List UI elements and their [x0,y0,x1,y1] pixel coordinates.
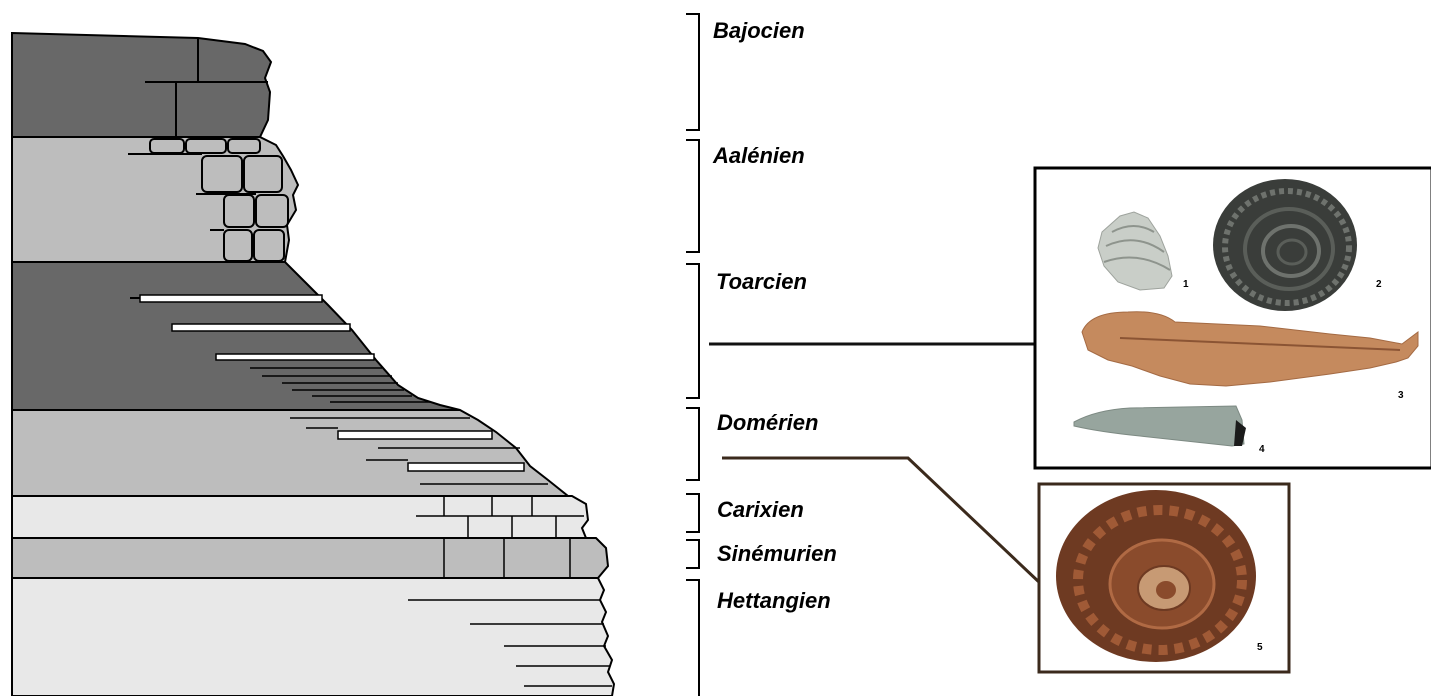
bed-sinemurien [11,537,610,579]
hettangien-laminae [408,599,612,687]
aalenien-limestone-blocks [149,138,289,262]
figure-number-3: 3 [1398,390,1404,401]
brown-ammonite-fossil [1056,490,1256,662]
bracket-sinemurien [686,539,700,569]
figure-number-5: 5 [1257,642,1263,653]
bracket-carixien [686,493,700,533]
figure-number-4: 4 [1259,444,1265,455]
stage-brackets [686,13,700,696]
domerien-connector-line [722,456,1042,585]
carixien-limestone-blocks [416,496,584,538]
stage-label-hettangien: Hettangien [717,588,831,613]
bed-hettangien [11,577,616,696]
bed-carixien [11,495,590,539]
toarcien-marl-laminae [250,367,430,403]
stage-label-carixien: Carixien [717,497,804,522]
stage-label-sinemurien: Sinémurien [717,541,837,566]
bracket-bajocien [686,13,700,131]
bed-bajocien [11,31,273,138]
stage-label-toarcien: Toarcien [716,269,807,294]
domerien-fossil-plate: 5 [1037,482,1291,674]
figure-number-1: 1 [1183,279,1189,290]
toarcien-fossil-plate: 1 2 3 4 [1033,166,1431,470]
fish-fossil: 3 [1081,311,1419,401]
stage-label-bajocien: Bajocien [713,18,805,43]
toarcien-limestone-bands [130,294,375,361]
figure-number-2: 2 [1376,279,1382,290]
bed-toarcien [11,261,461,411]
black-ammonite-fossil: 2 [1213,179,1382,311]
stage-label-aalenien: Aalénien [712,143,805,168]
belemnite-fossil: 4 [1073,405,1265,455]
domerien-limestone-bands [290,417,548,485]
bracket-toarcien [686,263,700,399]
bracket-domerien [686,407,700,481]
bed-domerien [11,409,571,497]
bracket-aalenien [686,139,700,253]
gastropod-fossil: 1 [1097,211,1189,291]
stratigraphic-column [11,31,616,696]
connector-lines [709,342,1042,585]
stage-labels: Bajocien Aalénien Toarcien Domérien Cari… [712,18,837,613]
stage-label-domerien: Domérien [717,410,818,435]
bracket-hettangien [686,579,700,696]
